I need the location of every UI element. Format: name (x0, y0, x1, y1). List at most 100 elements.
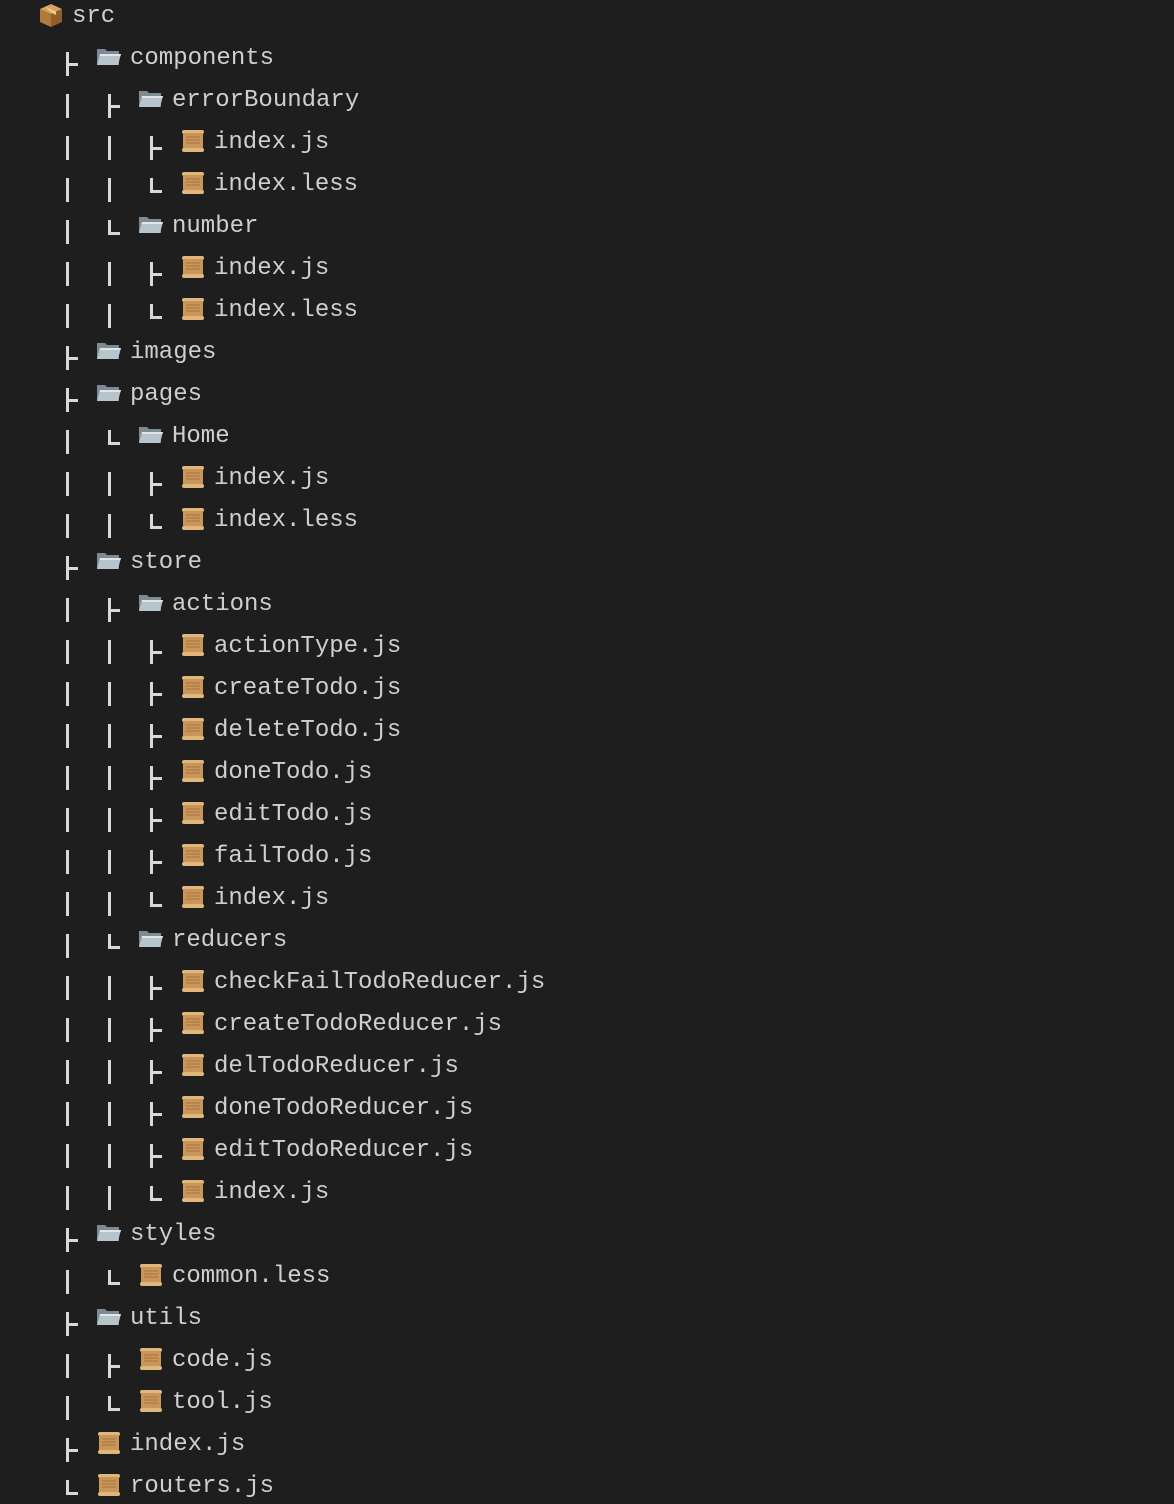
file-row[interactable]: index.js (0, 254, 1174, 296)
folder-row[interactable]: reducers (0, 926, 1174, 968)
folder-icon (96, 548, 122, 574)
tree-guide-line (64, 1354, 94, 1396)
tree-guide-line (106, 724, 136, 766)
tree-guide-line (106, 682, 136, 724)
file-row[interactable]: common.less (0, 1262, 1174, 1304)
scroll-file-icon (180, 632, 206, 658)
scroll-file-icon (180, 1094, 206, 1120)
file-row[interactable]: tool.js (0, 1388, 1174, 1430)
package-icon (38, 2, 64, 28)
tree-guide-line (64, 1018, 94, 1060)
tree-last-connector (106, 430, 136, 472)
tree-branch-connector (64, 388, 94, 430)
tree-branch-connector (64, 1438, 94, 1480)
tree-branch-connector (148, 1018, 178, 1060)
tree-guide-line (106, 304, 136, 346)
folder-icon (96, 44, 122, 70)
tree-guide-line (64, 808, 94, 850)
tree-item-label: createTodoReducer.js (214, 1011, 503, 1038)
file-row[interactable]: editTodo.js (0, 800, 1174, 842)
file-row[interactable]: failTodo.js (0, 842, 1174, 884)
tree-branch-connector (106, 1354, 136, 1396)
folder-row[interactable]: pages (0, 380, 1174, 422)
tree-item-label: failTodo.js (214, 843, 373, 870)
file-row[interactable]: doneTodoReducer.js (0, 1094, 1174, 1136)
tree-item-label: routers.js (130, 1473, 275, 1500)
tree-guide-line (64, 136, 94, 178)
tree-guide-line (106, 178, 136, 220)
tree-guide-line (64, 598, 94, 640)
folder-row[interactable]: styles (0, 1220, 1174, 1262)
scroll-file-icon (96, 1472, 122, 1498)
folder-row[interactable]: components (0, 44, 1174, 86)
tree-item-label: pages (130, 381, 203, 408)
file-row[interactable]: index.less (0, 506, 1174, 548)
tree-branch-connector (148, 766, 178, 808)
tree-item-label: index.js (214, 129, 330, 156)
scroll-file-icon (180, 884, 206, 910)
file-row[interactable]: index.js (0, 884, 1174, 926)
file-row[interactable]: checkFailTodoReducer.js (0, 968, 1174, 1010)
file-row[interactable]: delTodoReducer.js (0, 1052, 1174, 1094)
tree-guide-line (106, 766, 136, 808)
file-row[interactable]: index.js (0, 1430, 1174, 1472)
folder-row[interactable]: Home (0, 422, 1174, 464)
folder-icon (96, 1304, 122, 1330)
file-row[interactable]: index.less (0, 170, 1174, 212)
file-row[interactable]: routers.js (0, 1472, 1174, 1504)
tree-item-label: errorBoundary (172, 87, 360, 114)
tree-item-label: actions (172, 591, 273, 618)
tree-item-label: index.js (214, 255, 330, 282)
file-row[interactable]: createTodoReducer.js (0, 1010, 1174, 1052)
tree-last-connector (106, 1270, 136, 1312)
folder-row[interactable]: store (0, 548, 1174, 590)
folder-row[interactable]: actions (0, 590, 1174, 632)
file-row[interactable]: index.js (0, 464, 1174, 506)
file-row[interactable]: editTodoReducer.js (0, 1136, 1174, 1178)
tree-guide-line (64, 682, 94, 724)
tree-last-connector (64, 1480, 94, 1504)
folder-row[interactable]: images (0, 338, 1174, 380)
tree-item-label: number (172, 213, 259, 240)
tree-guide-line (64, 304, 94, 346)
tree-guide-line (64, 430, 94, 472)
tree-item-label: doneTodoReducer.js (214, 1095, 474, 1122)
folder-row[interactable]: errorBoundary (0, 86, 1174, 128)
scroll-file-icon (180, 254, 206, 280)
tree-item-label: actionType.js (214, 633, 402, 660)
tree-last-connector (148, 892, 178, 934)
tree-guide-line (106, 514, 136, 556)
tree-guide-line (106, 136, 136, 178)
tree-guide-line (64, 262, 94, 304)
scroll-file-icon (138, 1262, 164, 1288)
tree-item-label: utils (130, 1305, 203, 1332)
tree-last-connector (148, 1186, 178, 1228)
tree-item-label: editTodo.js (214, 801, 373, 828)
tree-guide-line (64, 178, 94, 220)
folder-row[interactable]: utils (0, 1304, 1174, 1346)
tree-item-label: delTodoReducer.js (214, 1053, 459, 1080)
tree-guide-line (64, 1102, 94, 1144)
file-row[interactable]: createTodo.js (0, 674, 1174, 716)
file-row[interactable]: index.less (0, 296, 1174, 338)
scroll-file-icon (180, 842, 206, 868)
file-row[interactable]: deleteTodo.js (0, 716, 1174, 758)
folder-row[interactable]: src (0, 2, 1174, 44)
tree-branch-connector (64, 346, 94, 388)
folder-icon (96, 338, 122, 364)
file-row[interactable]: doneTodo.js (0, 758, 1174, 800)
folder-icon (138, 422, 164, 448)
tree-item-label: Home (172, 423, 230, 450)
file-row[interactable]: index.js (0, 1178, 1174, 1220)
tree-item-label: store (130, 549, 203, 576)
tree-last-connector (148, 178, 178, 220)
file-row[interactable]: actionType.js (0, 632, 1174, 674)
folder-row[interactable]: number (0, 212, 1174, 254)
file-row[interactable]: code.js (0, 1346, 1174, 1388)
file-row[interactable]: index.js (0, 128, 1174, 170)
tree-guide-line (64, 640, 94, 682)
scroll-file-icon (180, 758, 206, 784)
tree-item-label: index.less (214, 507, 359, 534)
tree-branch-connector (64, 1228, 94, 1270)
